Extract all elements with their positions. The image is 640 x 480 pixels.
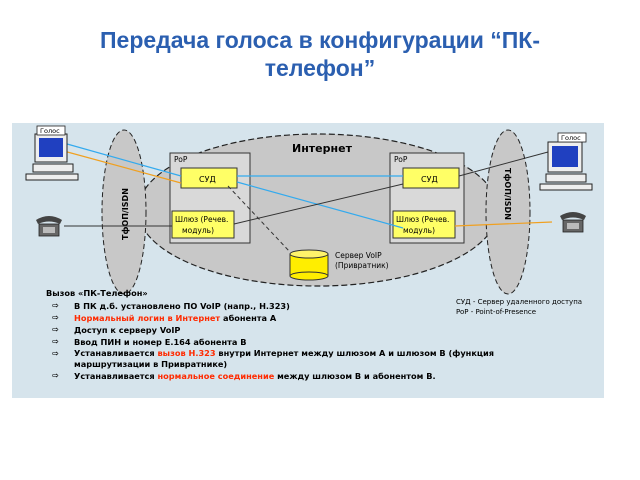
gateway-right-line2: модуль) — [403, 226, 435, 235]
title-line-2: телефон” — [264, 55, 376, 81]
gateway-left-line2: модуль) — [182, 226, 214, 235]
line-pc-left-voice — [59, 149, 182, 184]
gateway-right-line1: Шлюз (Речев. — [396, 215, 449, 224]
gateway-left-box — [171, 210, 235, 239]
phone-right-icon — [560, 212, 586, 233]
arrow-icon: ⇨ — [52, 349, 59, 358]
step-item: ⇨ Ввод ПИН и номер Е.164 абонента В — [52, 336, 514, 348]
sud-right-label: СУД — [421, 175, 438, 184]
line-gateway-right-to-phone — [454, 221, 553, 227]
slide-title: Передача голоса в конфигурации “ПК- теле… — [40, 26, 600, 82]
line-sud-right-to-pc — [458, 151, 549, 177]
step-item: ⇨ Устанавливается нормальное соединение … — [52, 370, 514, 382]
arrow-icon: ⇨ — [52, 301, 59, 310]
server-label-line1: Сервер VoIP — [335, 251, 382, 260]
line-gateway-left-to-sud-right — [233, 183, 404, 225]
pc-left-label-box — [36, 125, 66, 136]
pstn-right-ellipse — [485, 129, 531, 295]
sud-left-label: СУД — [199, 175, 216, 184]
pc-left-label: Голос — [40, 127, 60, 135]
legend-item-pop: PoP - Point-of-Presence — [456, 308, 537, 316]
pc-right-label-box — [557, 132, 587, 143]
pc-left-icon — [25, 133, 79, 181]
phone-left-icon — [36, 216, 62, 237]
line-sud-to-gateway-right — [236, 181, 404, 229]
arrow-icon: ⇨ — [52, 325, 59, 334]
sud-right-box — [402, 167, 460, 189]
gateway-left-line1: Шлюз (Речев. — [175, 215, 228, 224]
step-item: ⇨ Нормальный логин в Интернет абонента А — [52, 312, 514, 324]
pc-right-icon — [539, 141, 593, 191]
step-item: ⇨ Доступ к серверу VoIP — [52, 324, 514, 336]
internet-label: Интернет — [292, 142, 353, 155]
arrow-icon: ⇨ — [52, 337, 59, 346]
legend-item-sud: СУД - Сервер удаленного доступа — [456, 298, 583, 306]
step-item: ⇨ Устанавливается вызов Н.323 внутри Инт… — [52, 348, 514, 370]
voip-server-icon — [289, 249, 329, 281]
pstn-right-label: ТфОП/ISDN — [503, 168, 512, 220]
step-text: Устанавливается вызов Н.323 внутри Интер… — [74, 348, 494, 369]
step-item: ⇨ В ПК д.б. установлено ПО VoIP (напр., … — [52, 300, 514, 312]
line-sud-to-server — [227, 185, 291, 253]
line-pc-left-to-sud — [59, 141, 182, 177]
gateway-right-box — [392, 210, 456, 239]
steps-heading: Вызов «ПК-Телефон» — [46, 288, 148, 298]
sud-left-box — [180, 167, 238, 189]
abbreviation-legend: СУД - Сервер удаленного доступа PoP - Po… — [456, 297, 582, 317]
step-text: Доступ к серверу VoIP — [74, 325, 181, 335]
step-text: Ввод ПИН и номер Е.164 абонента В — [74, 337, 247, 347]
pstn-left-label: ТфОП/ISDN — [121, 188, 130, 240]
pop-left-label: PoP — [174, 155, 188, 164]
step-text: В ПК д.б. установлено ПО VoIP (напр., Н.… — [74, 301, 290, 311]
step-text: Устанавливается нормальное соединение ме… — [74, 371, 436, 381]
step-text: Нормальный логин в Интернет абонента А — [74, 313, 277, 323]
call-steps-list: Вызов «ПК-Телефон» ⇨ В ПК д.б. установле… — [46, 287, 514, 382]
title-line-1: Передача голоса в конфигурации “ПК- — [100, 27, 540, 53]
server-label-line2: (Привратник) — [335, 261, 389, 270]
pc-right-label: Голос — [561, 134, 581, 142]
arrow-icon: ⇨ — [52, 371, 59, 380]
pop-right-label: PoP — [394, 155, 408, 164]
arrow-icon: ⇨ — [52, 313, 59, 322]
